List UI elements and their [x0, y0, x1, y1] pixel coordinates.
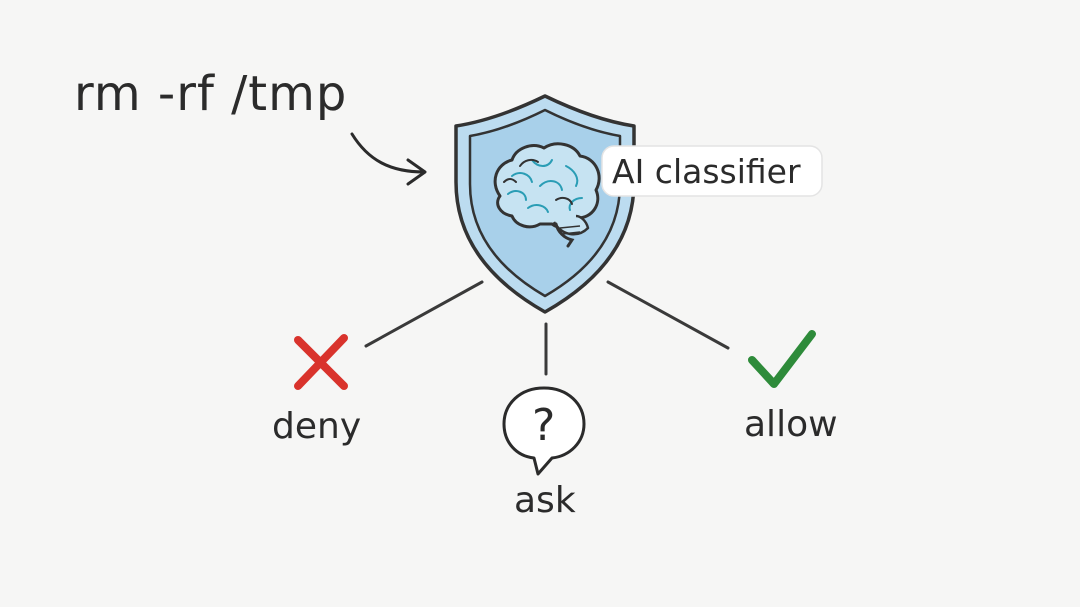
classifier-label: AI classifier [612, 152, 801, 191]
allow-label: allow [744, 404, 838, 445]
deny-label: deny [272, 406, 361, 447]
allow-outcome: allow [744, 330, 838, 445]
input-arrow-icon [350, 132, 427, 186]
connector-lines [364, 280, 730, 376]
deny-outcome: deny [272, 334, 361, 447]
brain-icon [493, 142, 601, 248]
check-icon [748, 330, 816, 388]
ask-outcome: ? ask [502, 386, 586, 521]
connector-allow [606, 280, 730, 350]
cross-icon [294, 334, 348, 390]
classifier-shield-icon [454, 94, 636, 314]
command-text: rm -rf /tmp [74, 66, 347, 122]
ask-glyph: ? [532, 400, 555, 451]
ask-label: ask [514, 480, 576, 521]
connector-deny [364, 280, 484, 348]
classifier-label-box: AI classifier [601, 145, 823, 197]
question-bubble-icon: ? [502, 386, 586, 476]
